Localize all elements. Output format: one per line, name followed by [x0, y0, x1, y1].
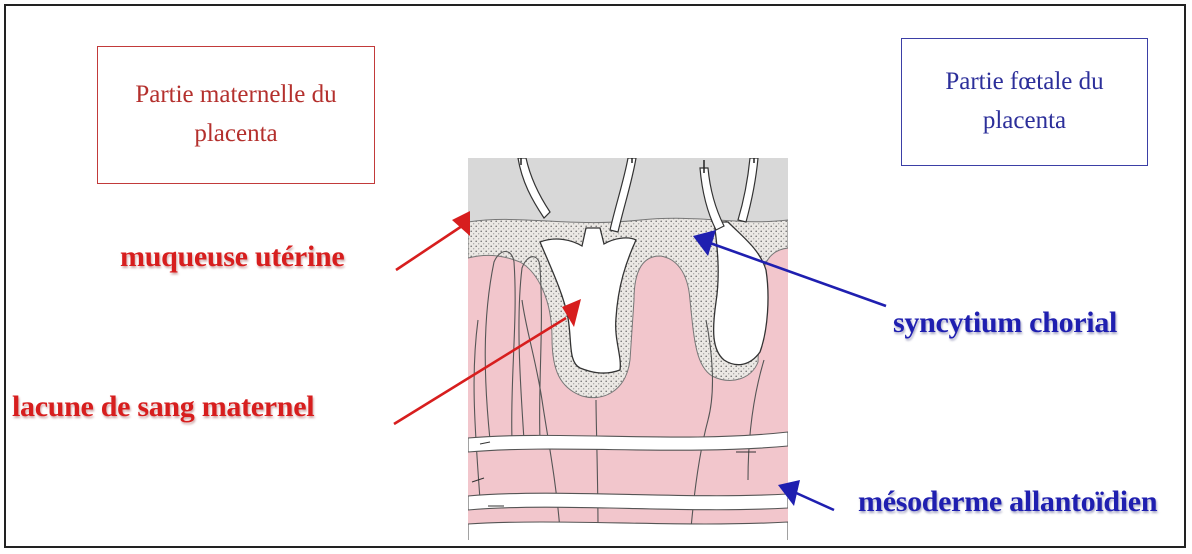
- label-mesoderme-allantoidien: mésoderme allantoïdien: [858, 485, 1157, 519]
- label-muqueuse-uterine: muqueuse utérine: [120, 240, 344, 274]
- maternal-part-box: Partie maternelle du placenta: [97, 46, 375, 184]
- label-syncytium-chorial: syncytium chorial: [893, 306, 1117, 340]
- fetal-part-box: Partie fœtale du placenta: [901, 38, 1148, 166]
- muqueuse-arrow: [396, 211, 470, 270]
- label-lacune-sang-maternel: lacune de sang maternel: [12, 390, 314, 424]
